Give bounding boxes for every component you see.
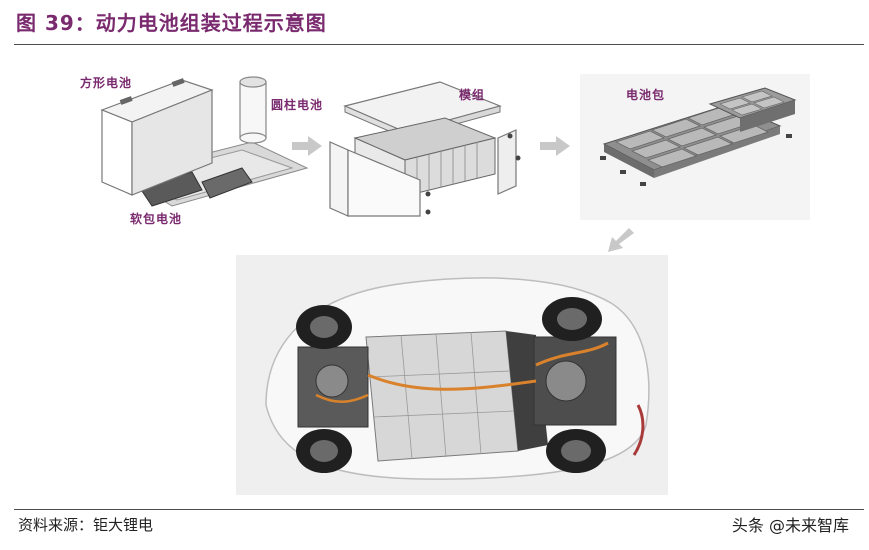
source-note: 资料来源：钜大锂电 <box>18 516 154 534</box>
vehicle-chassis-illustration <box>236 255 668 495</box>
arrow-down-left-icon <box>608 228 634 252</box>
cylindrical-cell-label: 圆柱电池 <box>271 98 324 112</box>
cell-types-illustration <box>100 76 309 207</box>
figure-title: 图 39：动力电池组装过程示意图 <box>16 11 327 35</box>
pouch-cell-label: 软包电池 <box>130 212 183 226</box>
footer-rule <box>14 509 864 510</box>
prismatic-cell-label: 方形电池 <box>80 76 133 90</box>
arrow-right-icon <box>540 136 570 156</box>
arrow-right-icon <box>292 136 322 156</box>
watermark: 头条 @未来智库 <box>731 516 849 535</box>
module-label: 模组 <box>459 88 486 102</box>
battery-pack-label: 电池包 <box>626 88 666 102</box>
title-rule <box>14 44 864 45</box>
battery-pack-illustration <box>580 74 810 220</box>
module-illustration <box>329 81 521 217</box>
